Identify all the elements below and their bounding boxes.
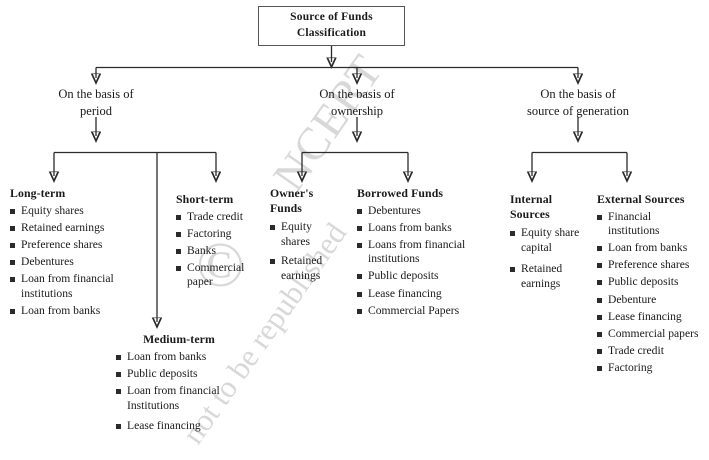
category-short-term-list: Trade credit Factoring Banks Commercial … — [176, 210, 266, 290]
category-medium-term-heading: Medium-term — [143, 332, 215, 346]
category-borrowed-funds-heading: Borrowed Funds — [357, 186, 444, 200]
branch-generation-line2: source of generation — [526, 103, 630, 118]
ncert-brand-watermark: NCERT — [262, 45, 393, 200]
branch-ownership-line2: ownership — [330, 103, 384, 118]
category-external-sources-list: Financial institutions Loan from banks P… — [597, 210, 701, 376]
branch-node-period: On the basis of period — [26, 86, 166, 119]
list-item: Equity shares — [10, 204, 150, 219]
branch-node-source-of-generation: On the basis of source of generation — [496, 86, 660, 119]
list-item: Preference shares — [597, 258, 701, 273]
branch-node-ownership: On the basis of ownership — [287, 86, 427, 119]
branch-period-line2: period — [80, 103, 112, 118]
list-item: Equity share capital — [510, 226, 584, 255]
list-item: Lease financing — [357, 287, 485, 302]
list-item: Factoring — [176, 227, 266, 242]
category-owners-funds-list: Equity shares Retained earnings — [270, 220, 342, 283]
list-item: Loans from financial institutions — [357, 238, 485, 267]
root-node-label-line1: Source of Funds — [290, 11, 373, 24]
category-owners-funds: Owner's Funds Equity shares Retained ear… — [270, 186, 342, 284]
category-borrowed-funds-list: Debentures Loans from banks Loans from f… — [357, 204, 485, 319]
list-item: Retained earnings — [510, 262, 584, 291]
category-external-sources: External Sources Financial institutions … — [597, 192, 701, 376]
list-item: Debenture — [597, 293, 701, 308]
list-item: Loan from banks — [597, 241, 701, 256]
list-item: Loans from banks — [357, 221, 485, 236]
category-internal-sources-list: Equity share capital Retained earnings — [510, 226, 584, 291]
list-item: Lease financing — [597, 310, 701, 325]
list-item: Commercial papers — [597, 327, 701, 342]
list-item: Loan from banks — [116, 350, 254, 365]
list-item: Equity shares — [270, 220, 342, 249]
list-item: Debentures — [10, 255, 150, 270]
list-item: Retained earnings — [270, 254, 342, 283]
branch-period-line1: On the basis of — [58, 87, 134, 101]
category-long-term-heading: Long-term — [10, 186, 66, 200]
category-short-term-heading: Short-term — [176, 192, 234, 206]
category-long-term: Long-term Equity shares Retained earning… — [10, 186, 150, 318]
list-item: Lease financing — [116, 419, 254, 434]
list-item: Banks — [176, 244, 266, 259]
list-item: Debentures — [357, 204, 485, 219]
list-item: Preference shares — [10, 238, 150, 253]
list-item: Financial institutions — [597, 210, 701, 239]
category-medium-term-list: Loan from banks Public deposits Loan fro… — [104, 350, 254, 434]
list-item: Public deposits — [357, 269, 485, 284]
list-item: Commercial paper — [176, 261, 266, 290]
category-owners-funds-heading: Owner's Funds — [270, 186, 314, 216]
category-short-term: Short-term Trade credit Factoring Banks … — [176, 192, 266, 290]
category-external-sources-heading: External Sources — [597, 192, 685, 206]
category-internal-sources: Internal Sources Equity share capital Re… — [510, 192, 584, 292]
list-item: Trade credit — [597, 344, 701, 359]
branch-generation-line1: On the basis of — [540, 87, 616, 101]
list-item: Public deposits — [597, 275, 701, 290]
list-item: Retained earnings — [10, 221, 150, 236]
list-item: Loan from banks — [10, 304, 150, 319]
list-item: Trade credit — [176, 210, 266, 225]
category-long-term-list: Equity shares Retained earnings Preferen… — [10, 204, 150, 319]
category-medium-term: Medium-term Loan from banks Public depos… — [104, 332, 254, 434]
branch-ownership-line1: On the basis of — [319, 87, 395, 101]
list-item: Commercial Papers — [357, 304, 485, 319]
category-internal-sources-heading: Internal Sources — [510, 192, 553, 222]
category-borrowed-funds: Borrowed Funds Debentures Loans from ban… — [357, 186, 485, 318]
list-item: Factoring — [597, 361, 701, 376]
list-item: Loan from financial institutions — [10, 272, 150, 301]
list-item: Loan from financial Institutions — [116, 384, 254, 413]
root-node-label-line2: Classification — [296, 27, 367, 39]
list-item: Public deposits — [116, 367, 254, 382]
